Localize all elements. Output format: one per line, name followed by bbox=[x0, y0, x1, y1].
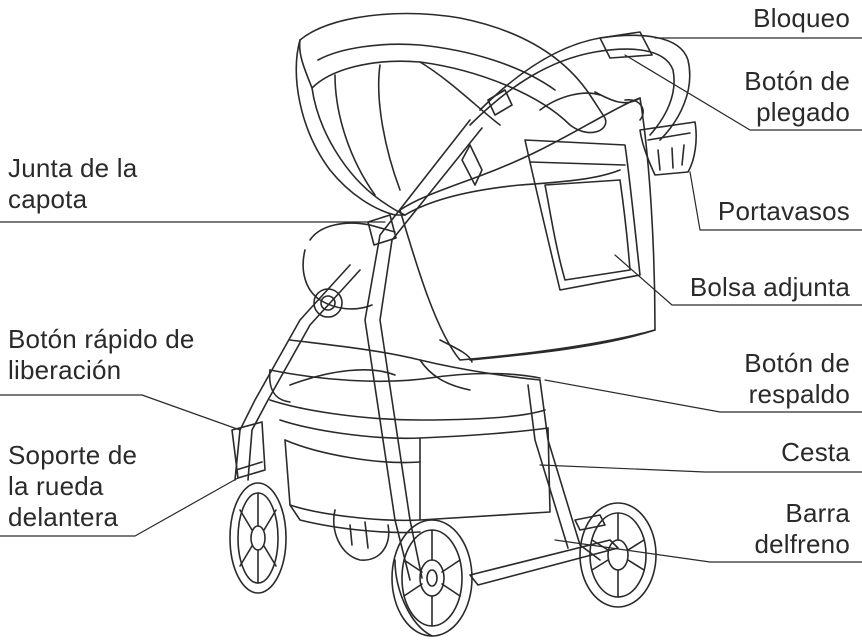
handlebar bbox=[469, 31, 691, 141]
label-soporte-rueda-line3: delantera bbox=[8, 502, 119, 532]
label-soporte-rueda-line2: la rueda bbox=[8, 471, 104, 501]
label-bloqueo: Bloqueo bbox=[753, 3, 850, 34]
label-cesta: Cesta bbox=[781, 437, 850, 468]
seat-back bbox=[399, 91, 656, 363]
label-junta-capota: Junta de la capota bbox=[8, 153, 137, 215]
label-boton-respaldo-line1: Botón de bbox=[744, 348, 850, 378]
rear-wheel bbox=[391, 519, 473, 637]
label-junta-capota-line1: Junta de la bbox=[8, 153, 138, 183]
label-boton-plegado: Botón de plegado bbox=[744, 66, 850, 128]
label-soporte-rueda: Soporte de la rueda delantera bbox=[8, 440, 137, 533]
label-bloqueo-text: Bloqueo bbox=[753, 3, 850, 33]
label-boton-liberacion-line1: Botón rápido de bbox=[8, 324, 195, 354]
label-portavasos: Portavasos bbox=[718, 196, 850, 227]
frame bbox=[234, 119, 601, 581]
label-portavasos-text: Portavasos bbox=[717, 196, 850, 226]
label-bolsa-adjunta-text: Bolsa adjunta bbox=[689, 272, 850, 302]
label-boton-liberacion-line2: liberación bbox=[8, 355, 122, 385]
label-barra-freno: Barra delfreno bbox=[754, 498, 850, 560]
front-wheel bbox=[229, 421, 390, 594]
label-boton-plegado-line2: plegado bbox=[756, 97, 850, 127]
basket bbox=[269, 399, 551, 534]
brake-bar bbox=[469, 514, 619, 586]
label-barra-freno-line1: Barra bbox=[785, 498, 850, 528]
cup-holder bbox=[639, 121, 697, 176]
label-soporte-rueda-line1: Soporte de bbox=[8, 440, 138, 470]
label-boton-respaldo: Botón de respaldo bbox=[744, 348, 850, 410]
label-boton-liberacion: Botón rápido de liberación bbox=[8, 324, 195, 386]
seat bbox=[268, 339, 541, 403]
label-barra-freno-line2: delfreno bbox=[754, 529, 850, 559]
leader-lines bbox=[0, 37, 862, 563]
label-boton-plegado-line1: Botón de bbox=[744, 66, 850, 96]
attached-bag bbox=[524, 139, 641, 291]
label-junta-capota-line2: capota bbox=[8, 184, 88, 214]
label-cesta-text: Cesta bbox=[781, 437, 850, 467]
label-bolsa-adjunta: Bolsa adjunta bbox=[690, 272, 850, 303]
label-boton-respaldo-line2: respaldo bbox=[748, 379, 850, 409]
